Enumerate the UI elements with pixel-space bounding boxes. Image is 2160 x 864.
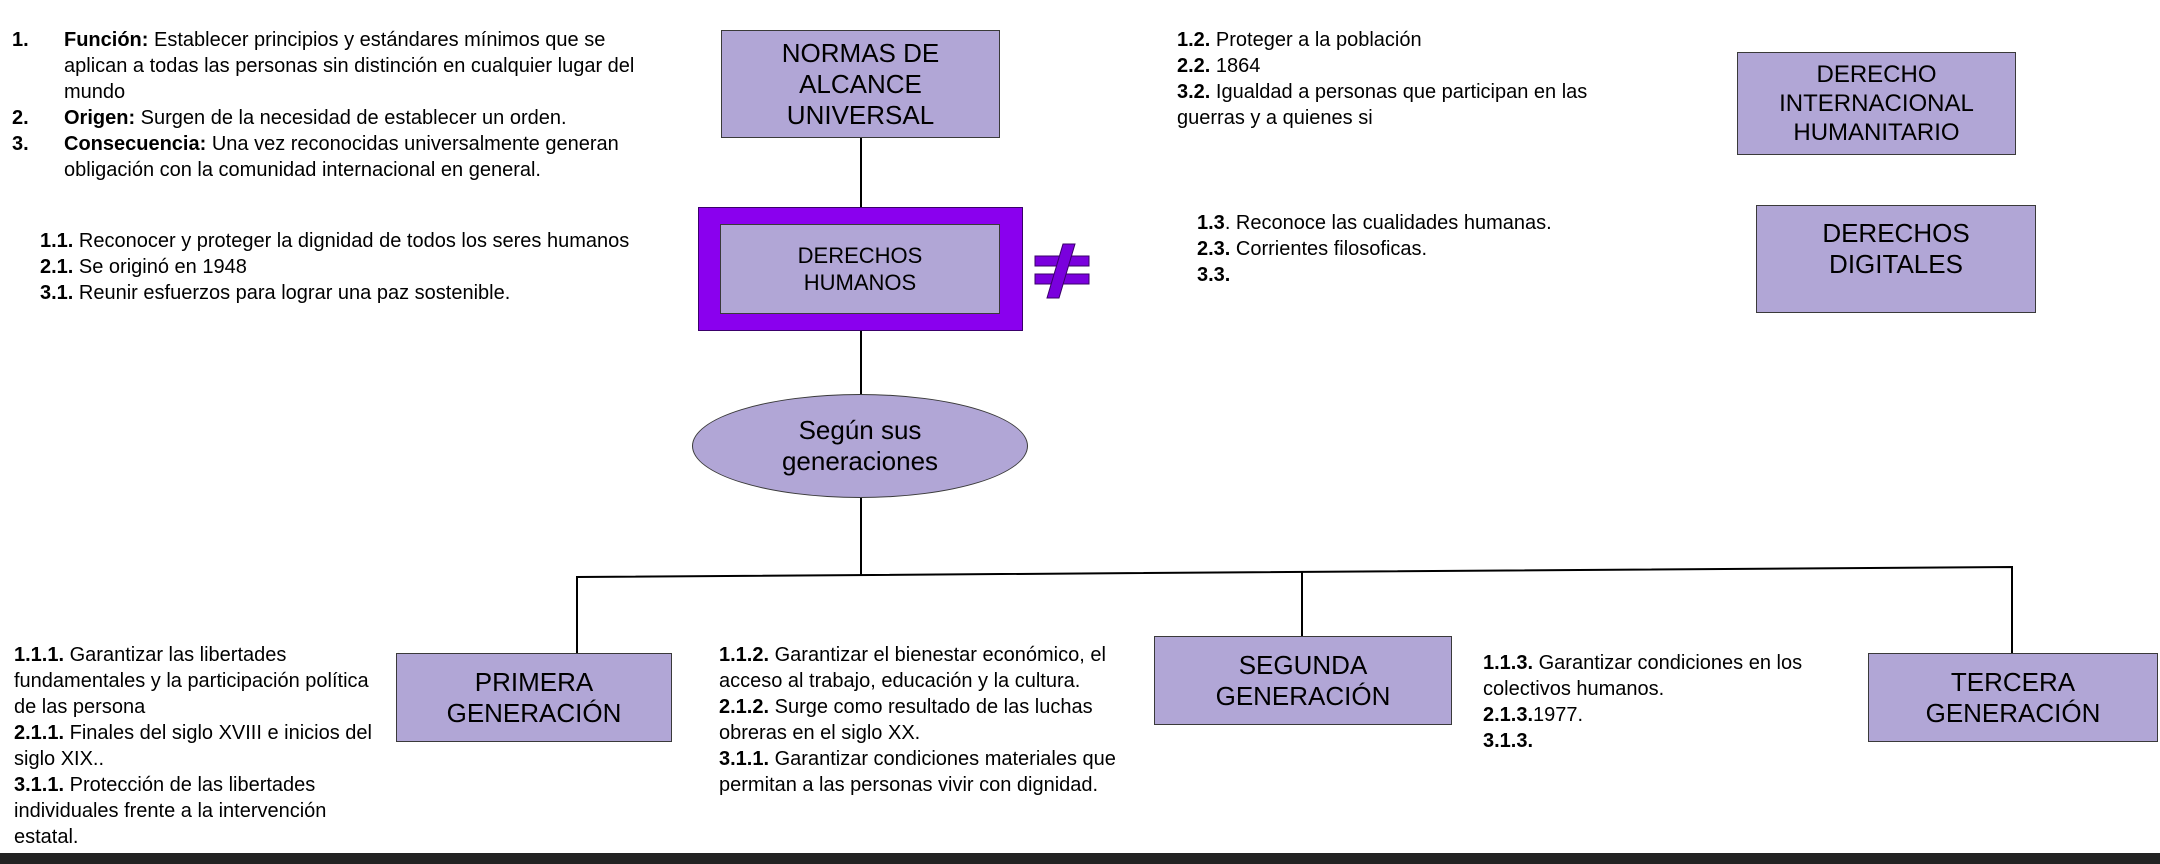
note-line: 1.1.1. Garantizar las libertades fundame… (14, 642, 394, 720)
note-line: 2.2. 1864 (1177, 53, 1647, 79)
derechos-humanos-notes: 1.1. Reconocer y proteger la dignidad de… (40, 228, 680, 306)
item-label: Consecuencia: (64, 133, 207, 155)
normas-alcance-universal-box: NORMAS DE ALCANCE UNIVERSAL (721, 30, 1000, 138)
note-value: Garantizar las libertades fundamentales … (14, 644, 369, 718)
note-key: 1.1.1. (14, 644, 65, 666)
tercera-generacion-box: TERCERA GENERACIÓN (1868, 653, 2158, 742)
note-key: 1.1.3. (1483, 652, 1534, 674)
note-key: 1.1. (40, 230, 74, 252)
derechos-humanos-box: DERECHOS HUMANOS (720, 224, 1000, 314)
connector-generaciones-branch (860, 497, 862, 575)
note-line: 1.1. Reconocer y proteger la dignidad de… (40, 228, 680, 254)
note-value: . Reconoce las cualidades humanas. (1224, 212, 1552, 234)
note-value: Reconocer y proteger la dignidad de todo… (73, 230, 630, 252)
derecho-internacional-humanitario-box: DERECHO INTERNACIONAL HUMANITARIO (1737, 52, 2016, 155)
note-key: 1.3 (1197, 212, 1225, 234)
note-line: 3.1.3. (1483, 728, 1843, 754)
note-value: Surge como resultado de las luchas obrer… (719, 696, 1093, 744)
note-key: 3.1.3. (1483, 730, 1534, 752)
item-number: 2. (12, 107, 29, 129)
note-line: 1.2. Proteger a la población (1177, 27, 1647, 53)
note-line: 2.1.3.1977. (1483, 702, 1843, 728)
note-value: 1977. (1533, 704, 1584, 726)
note-line: 3.1. Reunir esfuerzos para lograr una pa… (40, 280, 680, 306)
note-key: 1.2. (1177, 29, 1211, 51)
bottom-border (0, 853, 2160, 864)
not-equal-icon (1034, 243, 1090, 299)
segunda-generacion-notes: 1.1.2. Garantizar el bienestar económico… (719, 642, 1139, 798)
item-text: Una vez reconocidas universalmente gener… (64, 133, 619, 181)
note-line: 2.1.2. Surge como resultado de las lucha… (719, 694, 1139, 746)
note-line: 1.1.3. Garantizar condiciones en los col… (1483, 650, 1843, 702)
note-value: Garantizar condiciones en los colectivos… (1483, 652, 1803, 700)
note-key: 3.2. (1177, 81, 1211, 103)
item-text: Establecer principios y estándares mínim… (64, 29, 635, 103)
note-line: 3.2. Igualdad a personas que participan … (1177, 79, 1647, 131)
note-line: 2.1.1. Finales del siglo XVIII e inicios… (14, 720, 394, 772)
item-label: Función: (64, 29, 149, 51)
note-line: 3.1.1. Protección de las libertades indi… (14, 772, 354, 850)
segun-generaciones-ellipse: Según sus generaciones (692, 394, 1028, 498)
note-key: 2.3. (1197, 238, 1231, 260)
note-key: 3.1.1. (719, 748, 770, 770)
dih-notes: 1.2. Proteger a la población 2.2. 1864 3… (1177, 27, 1647, 131)
note-line: 3.1.1. Garantizar condiciones materiales… (719, 746, 1139, 798)
note-value: Proteger a la población (1210, 29, 1422, 51)
primera-generacion-notes: 1.1.1. Garantizar las libertades fundame… (14, 642, 394, 850)
note-line: 2.3. Corrientes filosoficas. (1197, 236, 1637, 262)
note-value: Reunir esfuerzos para lograr una paz sos… (73, 282, 511, 304)
note-key: 2.1.1. (14, 722, 65, 744)
primera-generacion-box: PRIMERA GENERACIÓN (396, 653, 672, 742)
connector-dh-generaciones (860, 330, 862, 395)
note-key: 1.1.2. (719, 644, 770, 666)
note-value: Garantizar el bienestar económico, el ac… (719, 644, 1106, 692)
note-key: 2.2. (1177, 55, 1211, 77)
note-value: Igualdad a personas que participan en la… (1177, 81, 1588, 129)
note-value: Finales del siglo XVIII e inicios del si… (14, 722, 372, 770)
item-label: Origen: (64, 107, 136, 129)
note-key: 2.1.2. (719, 696, 770, 718)
note-key: 3.1. (40, 282, 74, 304)
item-text: Surgen de la necesidad de establecer un … (135, 107, 567, 129)
note-value: Se originó en 1948 (73, 256, 247, 278)
note-key: 3.3. (1197, 264, 1231, 286)
note-line: 1.3. Reconoce las cualidades humanas. (1197, 210, 1637, 236)
note-key: 2.1.3. (1483, 704, 1534, 726)
note-line: 1.1.2. Garantizar el bienestar económico… (719, 642, 1139, 694)
intro-item: 1. Función: Establecer principios y están… (12, 27, 672, 105)
note-value: 1864 (1210, 55, 1261, 77)
intro-item: 2. Origen: Surgen de la necesidad de esta… (12, 105, 672, 131)
intro-item: 3. Consecuencia: Una vez reconocidas univ… (12, 131, 672, 183)
note-line: 2.1. Se originó en 1948 (40, 254, 680, 280)
note-value: Garantizar condiciones materiales que pe… (719, 748, 1116, 796)
segunda-generacion-box: SEGUNDA GENERACIÓN (1154, 636, 1452, 725)
item-number: 1. (12, 29, 29, 51)
intro-list: 1. Función: Establecer principios y están… (12, 27, 672, 183)
derechos-digitales-notes: 1.3. Reconoce las cualidades humanas. 2.… (1197, 210, 1637, 288)
note-key: 2.1. (40, 256, 74, 278)
note-key: 3.1.1. (14, 774, 65, 796)
note-value: Corrientes filosoficas. (1230, 238, 1428, 260)
note-value: Protección de las libertades individuale… (14, 774, 327, 848)
derechos-digitales-box: DERECHOS DIGITALES (1756, 205, 2036, 313)
item-number: 3. (12, 133, 29, 155)
note-line: 3.3. (1197, 262, 1637, 288)
tercera-generacion-notes: 1.1.3. Garantizar condiciones en los col… (1483, 650, 1843, 754)
connector-normas-dh (860, 137, 862, 207)
